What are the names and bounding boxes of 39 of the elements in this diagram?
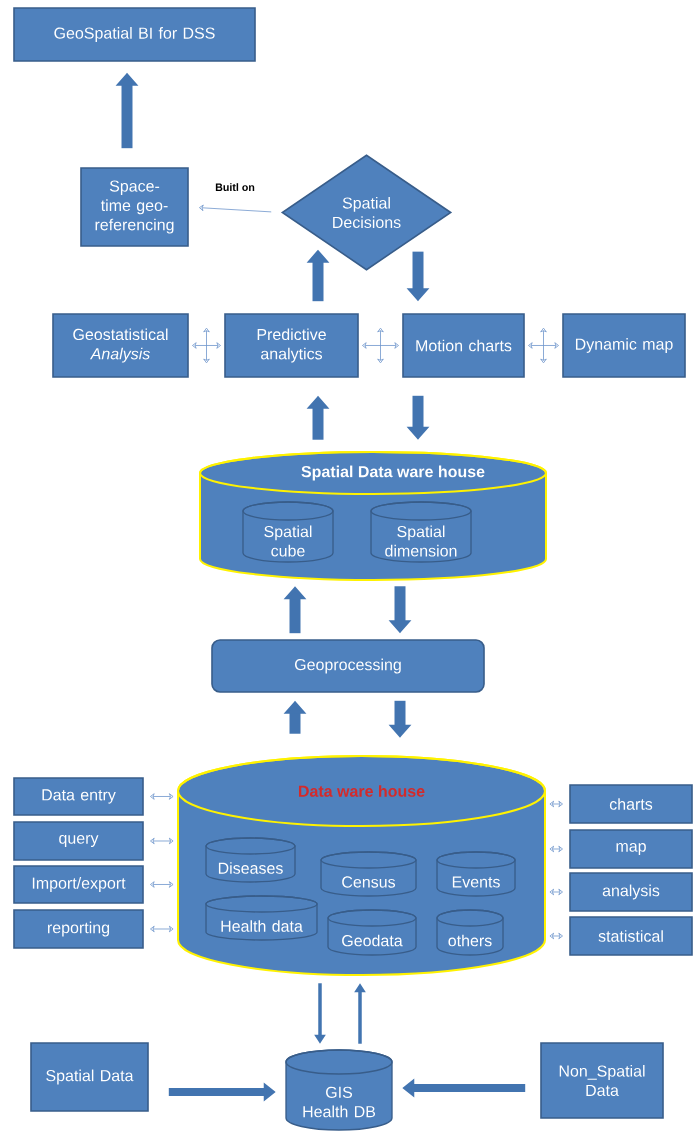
process-box: map <box>569 829 693 869</box>
process-box: Spatial Data <box>30 1042 149 1112</box>
database-cylinder: GIS Health DB <box>285 1049 393 1131</box>
process-box: Data entry <box>13 777 144 816</box>
database-cylinder: Geodata <box>327 909 417 956</box>
arrow <box>150 881 174 888</box>
process-box: analysis <box>569 872 693 912</box>
database-cylinder: others <box>436 909 504 956</box>
arrow <box>150 925 174 933</box>
database-cylinder: Health data <box>205 895 318 941</box>
process-box: Predictive analytics <box>224 313 359 378</box>
arrow <box>549 800 563 808</box>
process-box: Non_Spatial Data <box>540 1042 664 1119</box>
process-box: Geostatistical Analysis <box>52 313 189 378</box>
database-cylinder: Events <box>436 851 516 897</box>
database-cylinder: Spatial cube <box>242 501 334 563</box>
four-way-arrow <box>528 327 559 364</box>
arrow <box>150 793 174 800</box>
process-box: charts <box>569 784 693 824</box>
process-box: Motion charts <box>402 313 525 378</box>
four-way-arrow <box>192 327 221 364</box>
arrow <box>150 837 174 845</box>
arrow <box>549 932 563 940</box>
process-box: Import/export <box>13 865 144 904</box>
arrow <box>199 204 272 213</box>
arrow <box>549 845 563 853</box>
process-box: Dynamic map <box>562 313 686 378</box>
database-cylinder: Census <box>320 851 417 897</box>
database-cylinder: Spatial dimension <box>370 501 472 563</box>
process-box: statistical <box>569 916 693 956</box>
process-box: Space-time geo-referencing <box>80 167 189 247</box>
database-cylinder: Diseases <box>205 837 296 883</box>
process-box: query <box>13 821 144 861</box>
process-box: GeoSpatial BI for DSS <box>13 7 256 62</box>
four-way-arrow <box>362 327 399 364</box>
arrow <box>549 888 563 896</box>
process-box: Geoprocessing <box>211 639 485 693</box>
edge-label: Buitl on <box>215 183 255 192</box>
process-box: reporting <box>13 909 144 949</box>
